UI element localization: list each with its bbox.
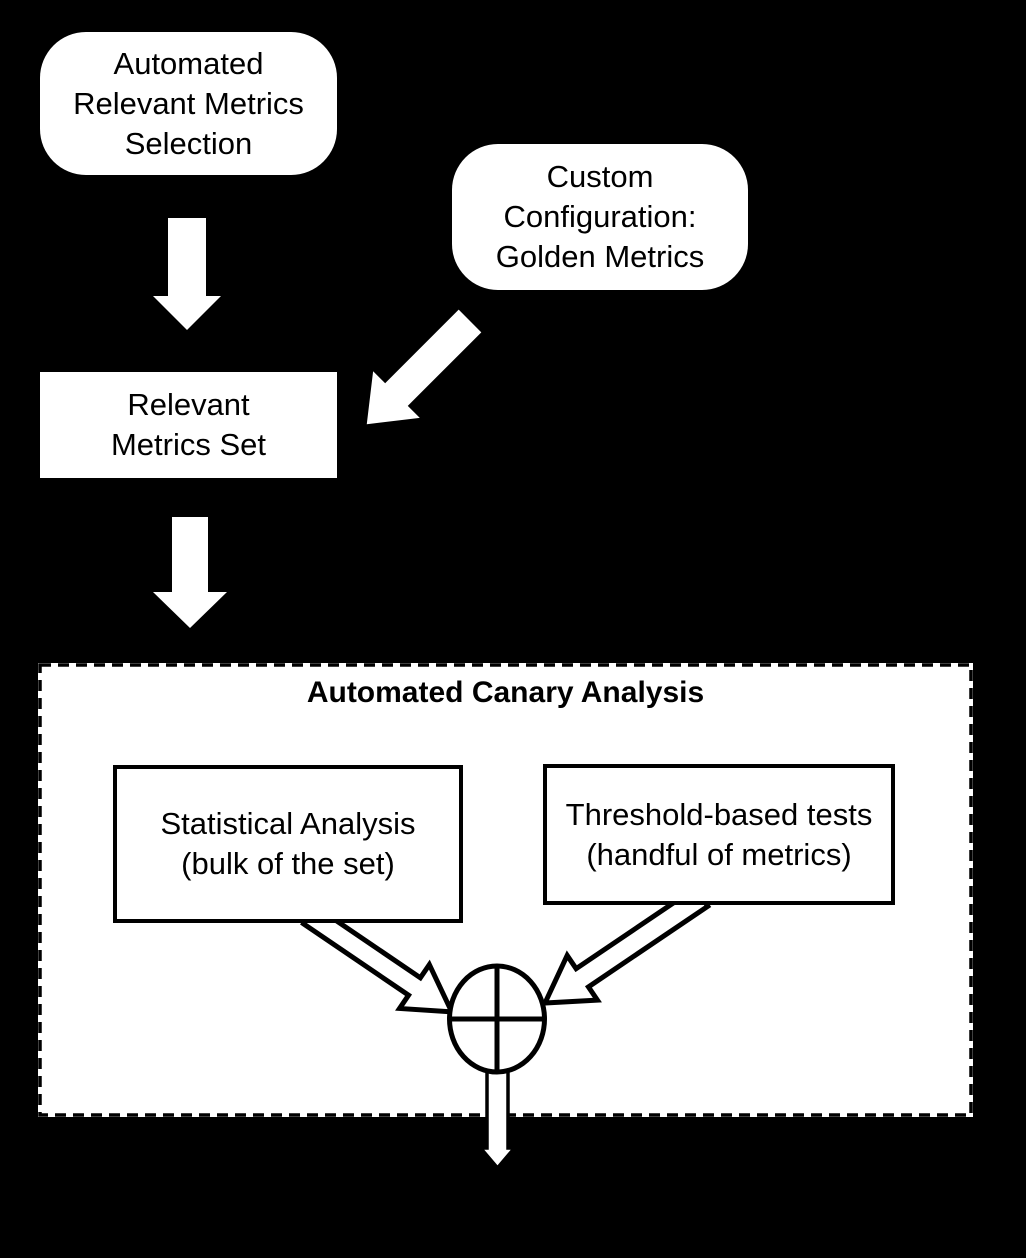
node-threshold-based-tests: Threshold-based tests (handful of metric… [543,764,895,905]
container-title: Automated Canary Analysis [306,676,705,709]
node-label-line: Relevant Metrics [73,85,304,121]
node-label-line: Relevant [127,387,250,422]
node-custom-configuration-golden-metrics: Custom Configuration: Golden Metrics [452,144,748,290]
node-label-line: (handful of metrics) [586,836,852,872]
node-label-line: Selection [124,125,253,161]
diagonal-down-left-arrow-icon [366,309,482,425]
node-relevant-metrics-set: Relevant Metrics Set [40,372,337,478]
node-label-line: Configuration: [503,199,697,234]
node-label-line: Automated [113,45,264,81]
down-arrow-icon [153,218,221,330]
node-label-line: Threshold-based tests [565,796,873,832]
down-arrow-icon [153,517,227,628]
node-automated-relevant-metrics-selection: Automated Relevant Metrics Selection [40,32,337,175]
node-label-line: Metrics Set [110,427,267,462]
node-label-line: Golden Metrics [495,239,705,274]
node-label-line: Statistical Analysis [160,806,416,841]
node-label-line: Custom [546,159,654,194]
node-label-line: (bulk of the set) [181,846,395,881]
node-statistical-analysis: Statistical Analysis (bulk of the set) [113,765,463,923]
